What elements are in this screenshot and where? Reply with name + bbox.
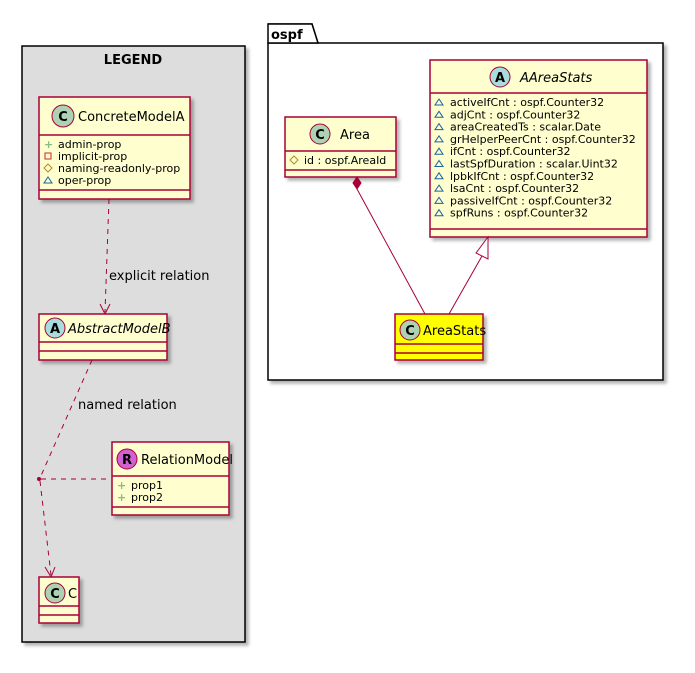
named-relation-edge: named relation [37, 359, 177, 579]
abstract-badge-letter: A [495, 71, 505, 86]
member-label: id : ospf.AreaId [304, 154, 386, 167]
inheritance-arrow-icon [475, 235, 489, 260]
member-row: spfRuns : ospf.Counter32 [434, 207, 588, 220]
member-label: passiveIfCnt : ospf.Counter32 [450, 194, 612, 207]
abstract-model-b-class: A AbstractModelB [38, 313, 171, 361]
class-badge-letter: C [315, 128, 325, 143]
member-row: adjCnt : ospf.Counter32 [434, 108, 580, 121]
areastats-class-name: AreaStats [423, 324, 486, 339]
package-visibility-icon [434, 159, 444, 167]
member-row: naming-readonly-prop [43, 162, 180, 175]
class-badge-letter: C [50, 587, 60, 602]
abstract-badge-icon [44, 317, 66, 339]
private-visibility-icon [44, 152, 52, 160]
class-badge-icon [399, 319, 421, 341]
package-visibility-icon [434, 147, 444, 155]
aareastats-class-name: AAreaStats [519, 71, 593, 86]
member-label: ifCnt : ospf.Counter32 [450, 145, 571, 158]
member-row: + admin-prop [44, 138, 121, 151]
member-label: naming-readonly-prop [58, 162, 180, 175]
member-label: spfRuns : ospf.Counter32 [450, 207, 588, 220]
abstract-badge-letter: A [50, 322, 60, 337]
member-row: lastSpfDuration : scalar.Uint32 [434, 158, 618, 171]
package-visibility-icon [43, 176, 53, 184]
public-visibility-icon: + [117, 491, 126, 504]
relation-badge-icon [116, 448, 138, 470]
member-row: passiveIfCnt : ospf.Counter32 [434, 194, 612, 207]
concrete-model-a-class: C ConcreteModelA [38, 96, 191, 200]
relation-model-class: R RelationModel + prop1 + prop2 [111, 441, 233, 516]
protected-visibility-icon [43, 163, 53, 173]
class-badge-letter: C [405, 324, 415, 339]
named-relation-label: named relation [78, 398, 177, 413]
area-class-name: Area [340, 128, 370, 143]
member-row: + prop1 [117, 479, 163, 492]
member-label: lpbkIfCnt : ospf.Counter32 [450, 170, 594, 183]
class-badge-icon [309, 123, 331, 145]
concrete-model-a-name: ConcreteModelA [78, 110, 185, 125]
member-label: oper-prop [58, 174, 111, 187]
member-row: activeIfCnt : ospf.Counter32 [434, 96, 604, 109]
member-row: + prop2 [117, 491, 163, 504]
member-label: implicit-prop [58, 150, 127, 163]
association-point [37, 477, 41, 481]
member-row: ifCnt : ospf.Counter32 [434, 145, 571, 158]
relation-model-name: RelationModel [141, 453, 233, 468]
concrete-model-a-members: + admin-prop implicit-prop naming-readon… [43, 138, 180, 187]
member-label: admin-prop [58, 138, 121, 151]
class-badge-icon [51, 104, 75, 128]
member-label: activeIfCnt : ospf.Counter32 [450, 96, 604, 109]
member-label: areaCreatedTs : scalar.Date [450, 121, 601, 134]
member-row: implicit-prop [44, 150, 127, 163]
protected-visibility-icon [289, 155, 299, 165]
aareastats-class: A AAreaStats [429, 59, 648, 238]
member-label: grHelperPeerCnt : ospf.Counter32 [450, 133, 636, 146]
member-label: lastSpfDuration : scalar.Uint32 [450, 158, 618, 171]
member-row: lsaCnt : ospf.Counter32 [434, 182, 579, 195]
abstract-badge-icon [489, 66, 511, 88]
abstract-model-b-name: AbstractModelB [67, 322, 171, 337]
composition-edge [352, 176, 426, 315]
member-row: oper-prop [43, 174, 111, 187]
area-class: C Area id : ospf.AreaId [284, 116, 397, 178]
package-name: ospf [271, 28, 303, 43]
member-label: prop2 [131, 491, 163, 504]
member-row: areaCreatedTs : scalar.Date [434, 121, 601, 134]
package-visibility-icon [434, 208, 444, 217]
class-badge-letter: C [58, 110, 68, 125]
relation-badge-letter: R [122, 453, 132, 468]
c-class-name: C [68, 587, 77, 602]
member-label: lsaCnt : ospf.Counter32 [450, 182, 579, 195]
package-visibility-icon [434, 122, 444, 131]
generalization-edge [448, 235, 489, 315]
c-class: C C [38, 576, 80, 624]
member-label: adjCnt : ospf.Counter32 [450, 108, 580, 121]
package-visibility-icon [434, 134, 444, 143]
package-visibility-icon [434, 110, 444, 118]
class-badge-icon [44, 582, 66, 604]
package-visibility-icon [434, 98, 444, 106]
legend-title: LEGEND [104, 53, 163, 68]
public-visibility-icon: + [44, 138, 53, 151]
areastats-class: C AreaStats [394, 313, 486, 361]
member-row: grHelperPeerCnt : ospf.Counter32 [434, 133, 636, 146]
member-row: lpbkIfCnt : ospf.Counter32 [434, 170, 594, 183]
package-visibility-icon [434, 171, 444, 180]
explicit-relation-label: explicit relation [109, 269, 209, 284]
package-visibility-icon [434, 196, 444, 204]
member-label: prop1 [131, 479, 163, 492]
package-visibility-icon [434, 184, 444, 192]
public-visibility-icon: + [117, 479, 126, 492]
